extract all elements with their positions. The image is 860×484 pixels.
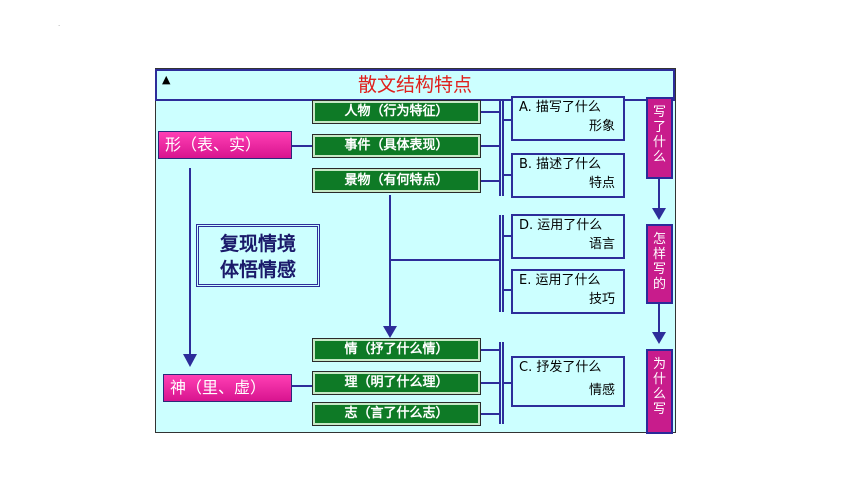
spirit-item-emotion: 情（抒了什么情） <box>312 338 481 362</box>
form-item-scenery: 景物（有何特点） <box>312 168 481 193</box>
side-tab-how: 怎样写的 <box>646 224 673 304</box>
form-item-events: 事件（具体表现） <box>312 134 481 158</box>
question-c-line2: 情感 <box>588 383 615 398</box>
center-box-line2: 体悟情感 <box>219 259 296 281</box>
side-tab-why: 为什么写 <box>646 349 673 434</box>
question-e-line2: 技巧 <box>588 292 615 307</box>
diagram-title: 散文结构特点 <box>357 74 472 96</box>
center-box: 复现情境 体悟情感 <box>196 224 320 287</box>
question-e-line1: E. 运用了什么 <box>519 273 601 288</box>
side-tab-why-label: 为什么写 <box>652 357 666 417</box>
side-tab-how-label: 怎样写的 <box>652 232 666 292</box>
side-tab-what-label: 写了什么 <box>652 105 666 165</box>
watermark-dot: · <box>58 22 61 30</box>
question-b-line2: 特点 <box>588 176 615 191</box>
question-b-line1: B. 描述了什么 <box>519 157 602 172</box>
question-box-e: E. 运用了什么 技巧 <box>511 269 625 314</box>
center-box-line1: 复现情境 <box>219 233 296 255</box>
spirit-item-reason: 理（明了什么理） <box>312 371 481 395</box>
spirit-item-aspiration: 志（言了什么志） <box>312 402 481 426</box>
question-a-line1: A. 描写了什么 <box>519 100 601 115</box>
question-box-c: C. 抒发了什么 情感 <box>511 356 625 407</box>
side-tab-what: 写了什么 <box>646 97 673 179</box>
title-marker: ▲ <box>162 73 171 86</box>
form-item-people: 人物（行为特征） <box>312 100 481 124</box>
question-box-a: A. 描写了什么 形象 <box>511 96 625 141</box>
form-node: 形（表、实） <box>158 131 292 159</box>
title-bar <box>155 69 675 101</box>
question-c-line1: C. 抒发了什么 <box>519 360 602 375</box>
question-d-line1: D. 运用了什么 <box>519 218 603 233</box>
question-d-line2: 语言 <box>588 237 615 252</box>
question-box-b: B. 描述了什么 特点 <box>511 153 625 198</box>
spirit-node: 神（里、虚） <box>163 374 292 402</box>
question-a-line2: 形象 <box>588 119 615 134</box>
question-box-d: D. 运用了什么 语言 <box>511 214 625 259</box>
